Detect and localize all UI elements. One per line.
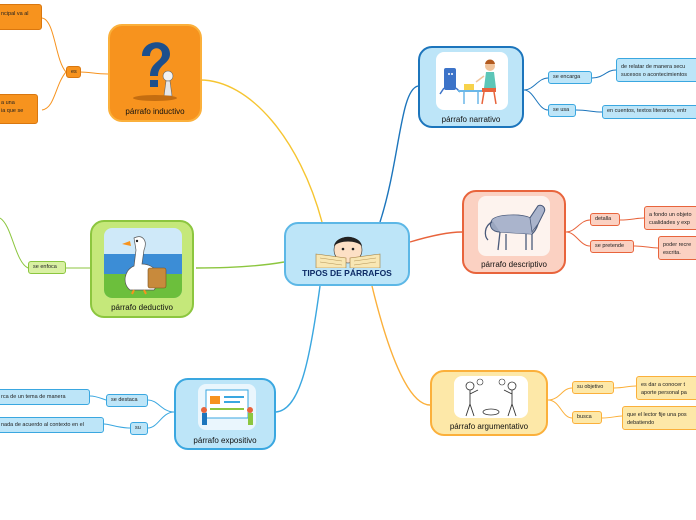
central-topic[interactable]: TIPOS DE PÁRRAFOS [284,222,410,286]
argumentativo-leaf-2[interactable]: que el lector fije una pos debatiendo [622,406,696,430]
narrativo-leaf-1[interactable]: de relatar de manera secu sucesos o acon… [616,58,696,82]
deductivo-connector[interactable]: se enfoca [28,261,66,274]
narrativo-leaf-2[interactable]: en cuentos, textos literarios, entr [602,105,696,119]
argumentativo-leaf-1[interactable]: es dar a conocer t aporte personal pa [636,376,696,400]
descriptivo-branch-1[interactable]: detalla [590,213,620,226]
topic-deductivo[interactable]: párrafo deductivo [90,220,194,318]
topic-argumentativo[interactable]: párrafo argumentativo [430,370,548,436]
inductivo-connector[interactable]: es [66,66,81,78]
topic-descriptivo[interactable]: párrafo descriptivo [462,190,566,274]
topic-expositivo-title: párrafo expositivo [193,436,257,445]
expositivo-branch-1[interactable]: se destaca [106,394,148,407]
inductivo-leaf-2[interactable]: a una ia que se [0,94,38,124]
topic-deductivo-title: párrafo deductivo [111,303,173,312]
descriptivo-leaf-2[interactable]: poder recre escrita. [658,236,696,260]
presentation-board-icon [201,389,253,425]
inductivo-leaf-1[interactable]: ncipal va al [0,4,42,30]
topic-narrativo[interactable]: párrafo narrativo [418,46,524,128]
descriptivo-branch-2[interactable]: se pretende [590,240,634,253]
expositivo-leaf-1[interactable]: rca de un tema de manera [0,389,90,405]
goose-with-book-icon [104,236,182,298]
debating-people-icon [465,378,517,417]
narrativo-branch-1[interactable]: se encarga [548,71,592,84]
question-mark-figure-icon [133,42,177,101]
child-reading-icon [315,236,381,268]
topic-expositivo[interactable]: párrafo expositivo [174,378,276,450]
storytelling-people-icon [439,59,497,105]
topic-descriptivo-title: párrafo descriptivo [481,260,547,269]
descriptivo-leaf-1[interactable]: a fondo un objeto cualidades y exp [644,206,696,230]
topic-argumentativo-title: párrafo argumentativo [449,422,529,431]
central-title: TIPOS DE PÁRRAFOS [302,268,392,278]
topic-inductivo[interactable]: párrafo inductivo [108,24,202,122]
argumentativo-branch-1[interactable]: su objetivo [572,381,614,394]
topic-narrativo-title: párrafo narrativo [441,115,501,124]
horse-sketch-icon [484,204,546,251]
expositivo-leaf-2[interactable]: nada de acuerdo al contexto en el [0,417,104,433]
topic-inductivo-title: párrafo inductivo [125,107,185,116]
argumentativo-branch-2[interactable]: busca [572,411,602,424]
narrativo-branch-2[interactable]: se usa [548,104,576,117]
expositivo-branch-2[interactable]: su [130,422,148,435]
